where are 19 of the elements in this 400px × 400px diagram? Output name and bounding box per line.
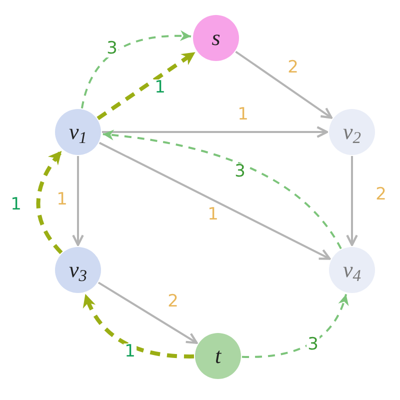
arrow [102,126,328,138]
arrow [72,156,84,246]
arrow [346,156,358,246]
arrow [102,130,342,250]
arrow [242,294,348,358]
arrow [98,142,331,260]
vertex-label: v$_{1}$ [68,121,87,143]
vertex-label: v$_{4}$ [342,259,361,281]
vertex-label: s [212,27,220,49]
arrow [98,282,198,344]
vertex-label: v$_{2}$ [342,121,361,143]
arrow [96,50,196,120]
arrow [36,150,64,254]
vertex-label: t [214,345,222,367]
vertex-label: v$_{3}$ [68,259,87,281]
arrow [83,293,194,358]
arrow [80,30,192,109]
arrow [235,50,333,119]
edge-label: 3 [106,40,118,58]
